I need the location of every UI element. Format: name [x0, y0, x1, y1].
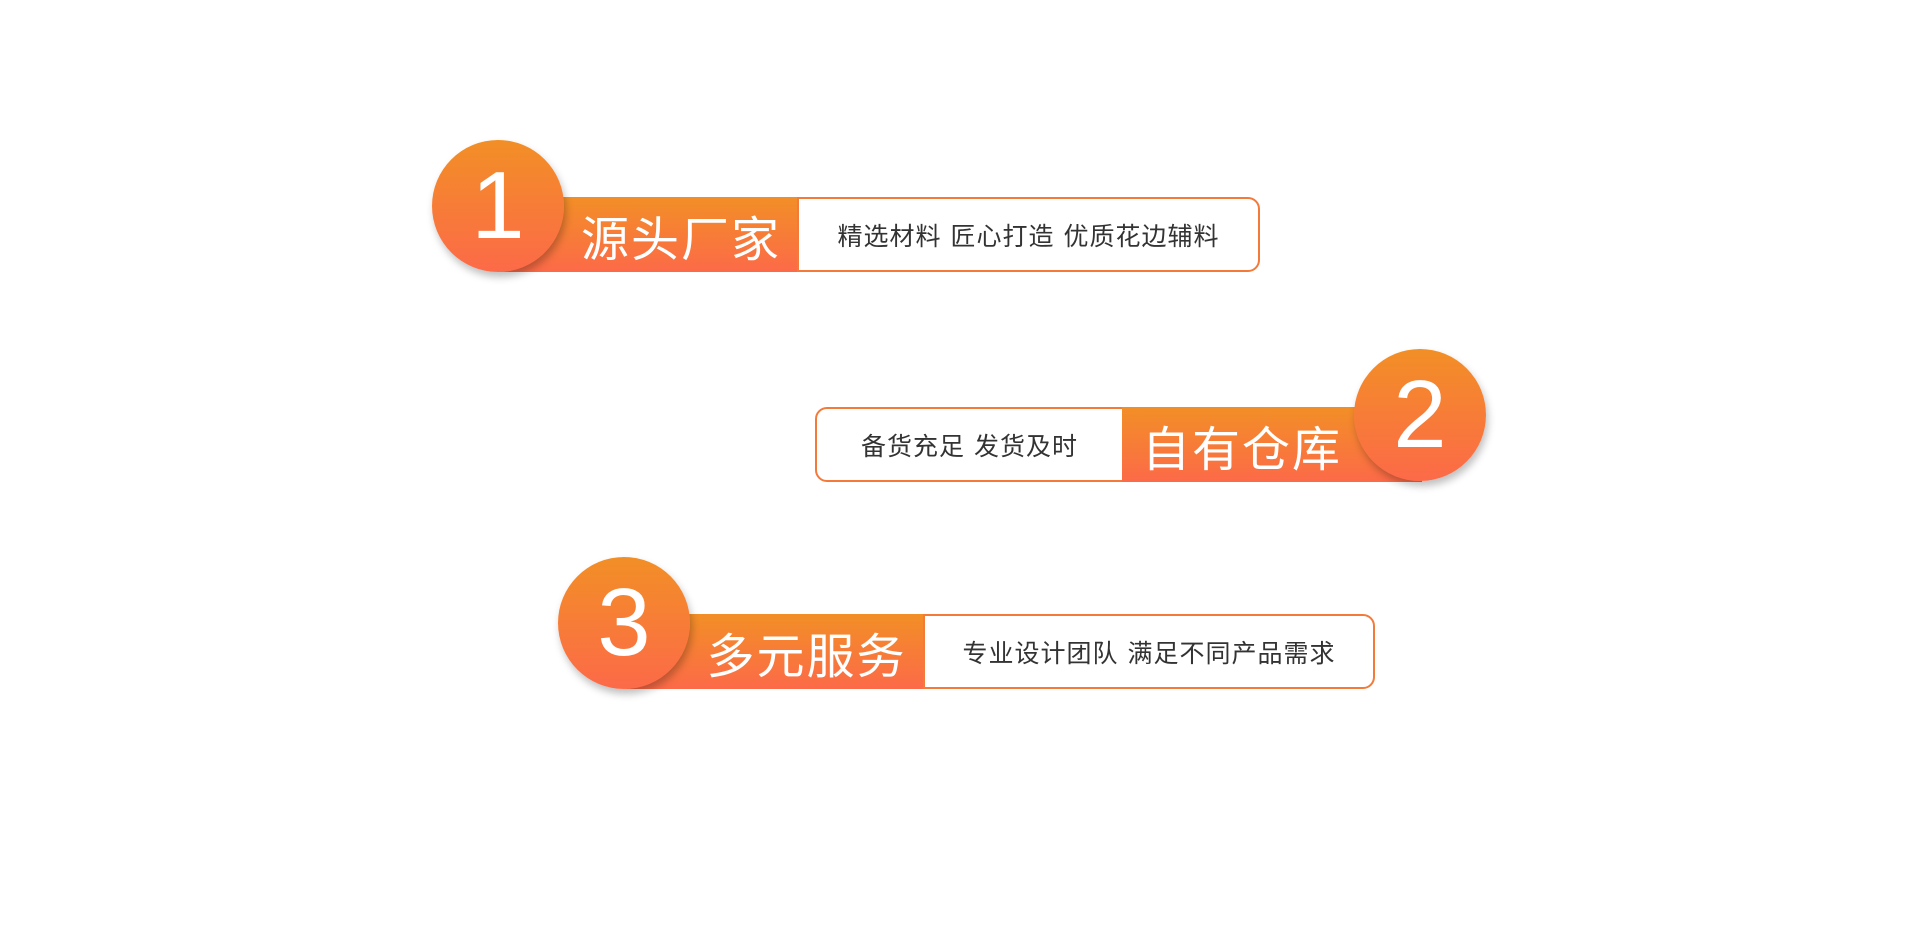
feature-2-description: 备货充足 发货及时	[815, 407, 1124, 482]
feature-2-title: 自有仓库	[1141, 421, 1342, 478]
feature-3-title: 多元服务	[706, 628, 907, 685]
feature-3-number-badge: 3	[558, 557, 690, 689]
feature-3-description: 专业设计团队 满足不同产品需求	[923, 614, 1375, 689]
feature-1-title: 源头厂家	[580, 211, 781, 268]
feature-1-number-badge: 1	[432, 140, 564, 272]
feature-1-description: 精选材料 匠心打造 优质花边辅料	[797, 197, 1260, 272]
feature-2-number-badge: 2	[1354, 349, 1486, 481]
